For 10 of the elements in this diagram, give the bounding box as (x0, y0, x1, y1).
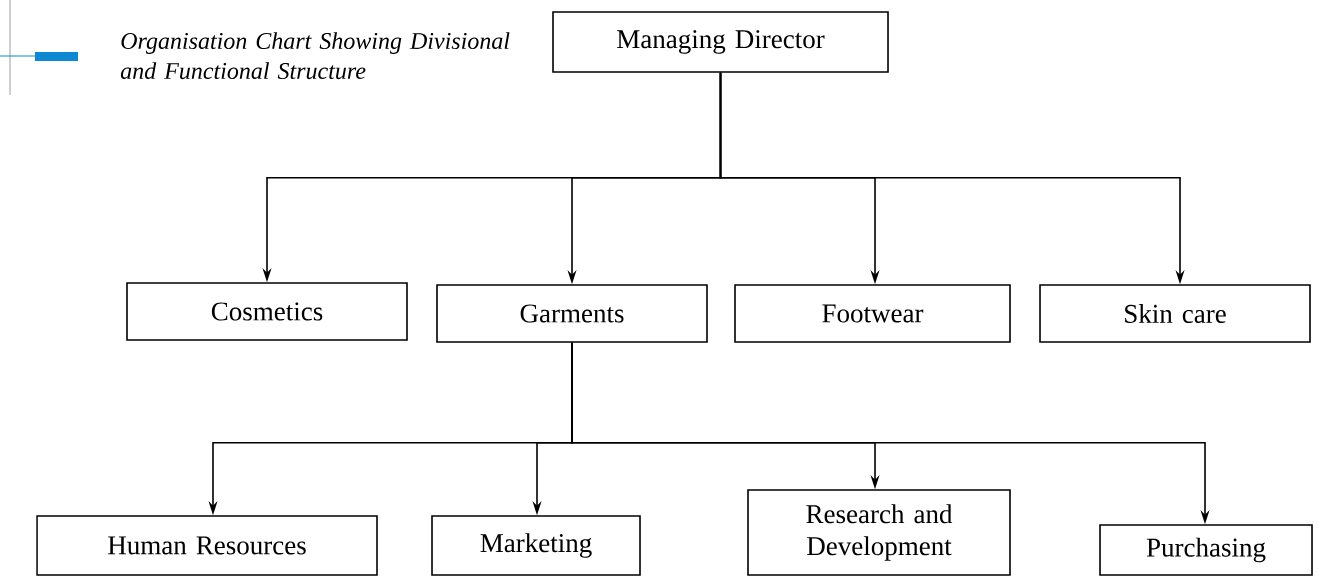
org-box: Research and Development (747, 489, 1011, 576)
org-box: Marketing (431, 515, 641, 576)
org-box: Human Resources (36, 515, 378, 576)
org-box: Garments (436, 284, 708, 343)
org-box: Cosmetics (126, 282, 408, 341)
org-box: Purchasing (1099, 524, 1313, 576)
title: Organisation Chart Showing Divisional and Functional Structure (120, 32, 510, 80)
org-box: Footwear (734, 284, 1011, 343)
org-box: Skin care (1039, 284, 1311, 343)
org-box: Managing Director (552, 11, 889, 73)
